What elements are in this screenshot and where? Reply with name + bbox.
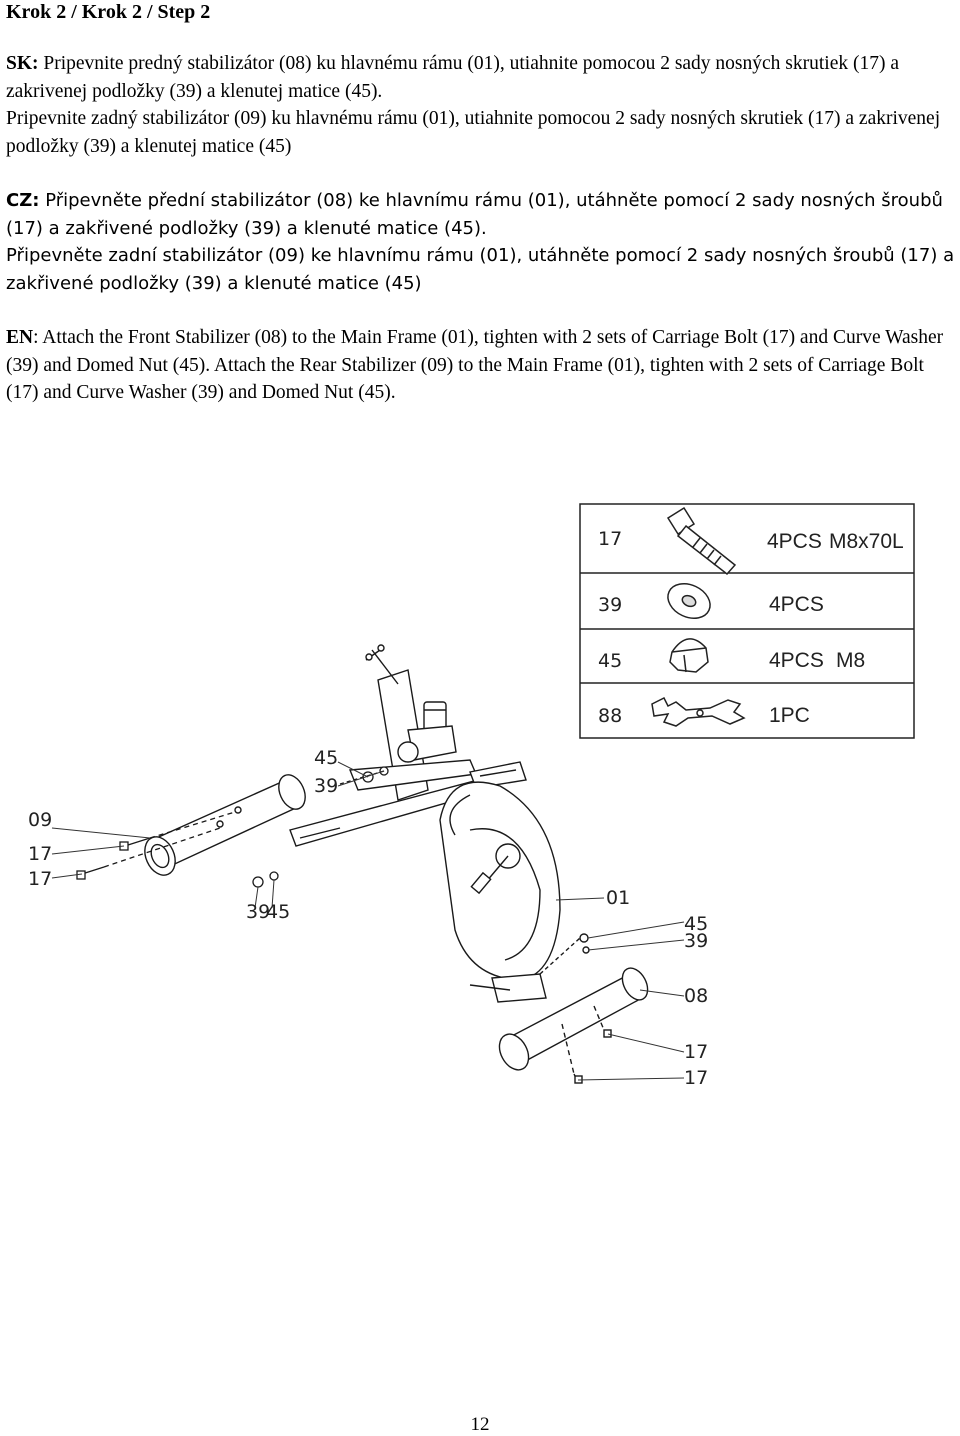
cz-rear-text: Připevněte zadní stabilizátor (09) ke hl… (6, 245, 955, 294)
callout-front-stabilizer: 08 (684, 985, 708, 1007)
callout-washer-top: 39 (314, 775, 338, 797)
sk-rear-text: Pripevnite zadný stabilizátor (09) ku hl… (6, 108, 941, 157)
sk-front-text: Pripevnite predný stabilizátor (08) ku h… (6, 53, 900, 102)
page-number: 12 (470, 1414, 490, 1435)
callout-front-washer: 39 (684, 930, 708, 952)
callout-rear-bolt-a: 17 (28, 843, 52, 865)
step-title: Krok 2 / Krok 2 / Step 2 (6, 1, 211, 23)
part-number-39: 39 (598, 594, 622, 616)
callout-front-nut-top: 45 (314, 747, 338, 769)
cz-front-text: Připevněte přední stabilizátor (08) ke h… (6, 190, 943, 239)
curve-washer-icon (667, 583, 711, 619)
en-text: : Attach the Front Stabilizer (08) to th… (6, 327, 944, 403)
callout-rear-nut-bottom: 45 (266, 901, 290, 923)
qty-45: 4PCS (769, 649, 824, 672)
en-instructions: EN: Attach the Front Stabilizer (08) to … (6, 324, 956, 407)
part-number-17: 17 (598, 528, 622, 550)
qty-88: 1PC (769, 704, 810, 727)
part-number-45: 45 (598, 650, 622, 672)
cz-prefix: CZ: (6, 190, 40, 211)
en-prefix: EN (6, 327, 34, 348)
part-number-88: 88 (598, 705, 622, 727)
rear-stabilizer-drawing (144, 774, 306, 876)
callout-main-frame: 01 (606, 887, 630, 909)
sk-prefix: SK: (6, 53, 39, 74)
callout-front-nut: 45 (684, 913, 708, 935)
qty-17: 4PCS (767, 530, 822, 553)
size-45: M8 (836, 649, 865, 672)
callout-rear-stabilizer: 09 (28, 809, 52, 831)
bike-frame-drawing (289, 644, 561, 1003)
callout-rear-bolt-b: 17 (28, 868, 52, 890)
carriage-bolt-icon (666, 506, 737, 576)
cz-instructions: CZ: Připevněte přední stabilizátor (08) … (6, 187, 956, 297)
parts-table (579, 503, 915, 739)
wrench-icon (651, 696, 746, 727)
callout-front-bolt-b: 17 (684, 1067, 708, 1089)
callout-rear-washer-bottom: 39 (246, 901, 270, 923)
sk-instructions: SK: Pripevnite predný stabilizátor (08) … (6, 50, 956, 160)
domed-nut-icon (669, 638, 709, 673)
callout-front-bolt-a: 17 (684, 1041, 708, 1063)
size-17: M8x70L (829, 530, 904, 553)
qty-39: 4PCS (769, 593, 824, 616)
assembly-diagram: 17 4PCS M8x70L 39 4PCS 45 4PCS M8 88 1PC (28, 503, 915, 1089)
